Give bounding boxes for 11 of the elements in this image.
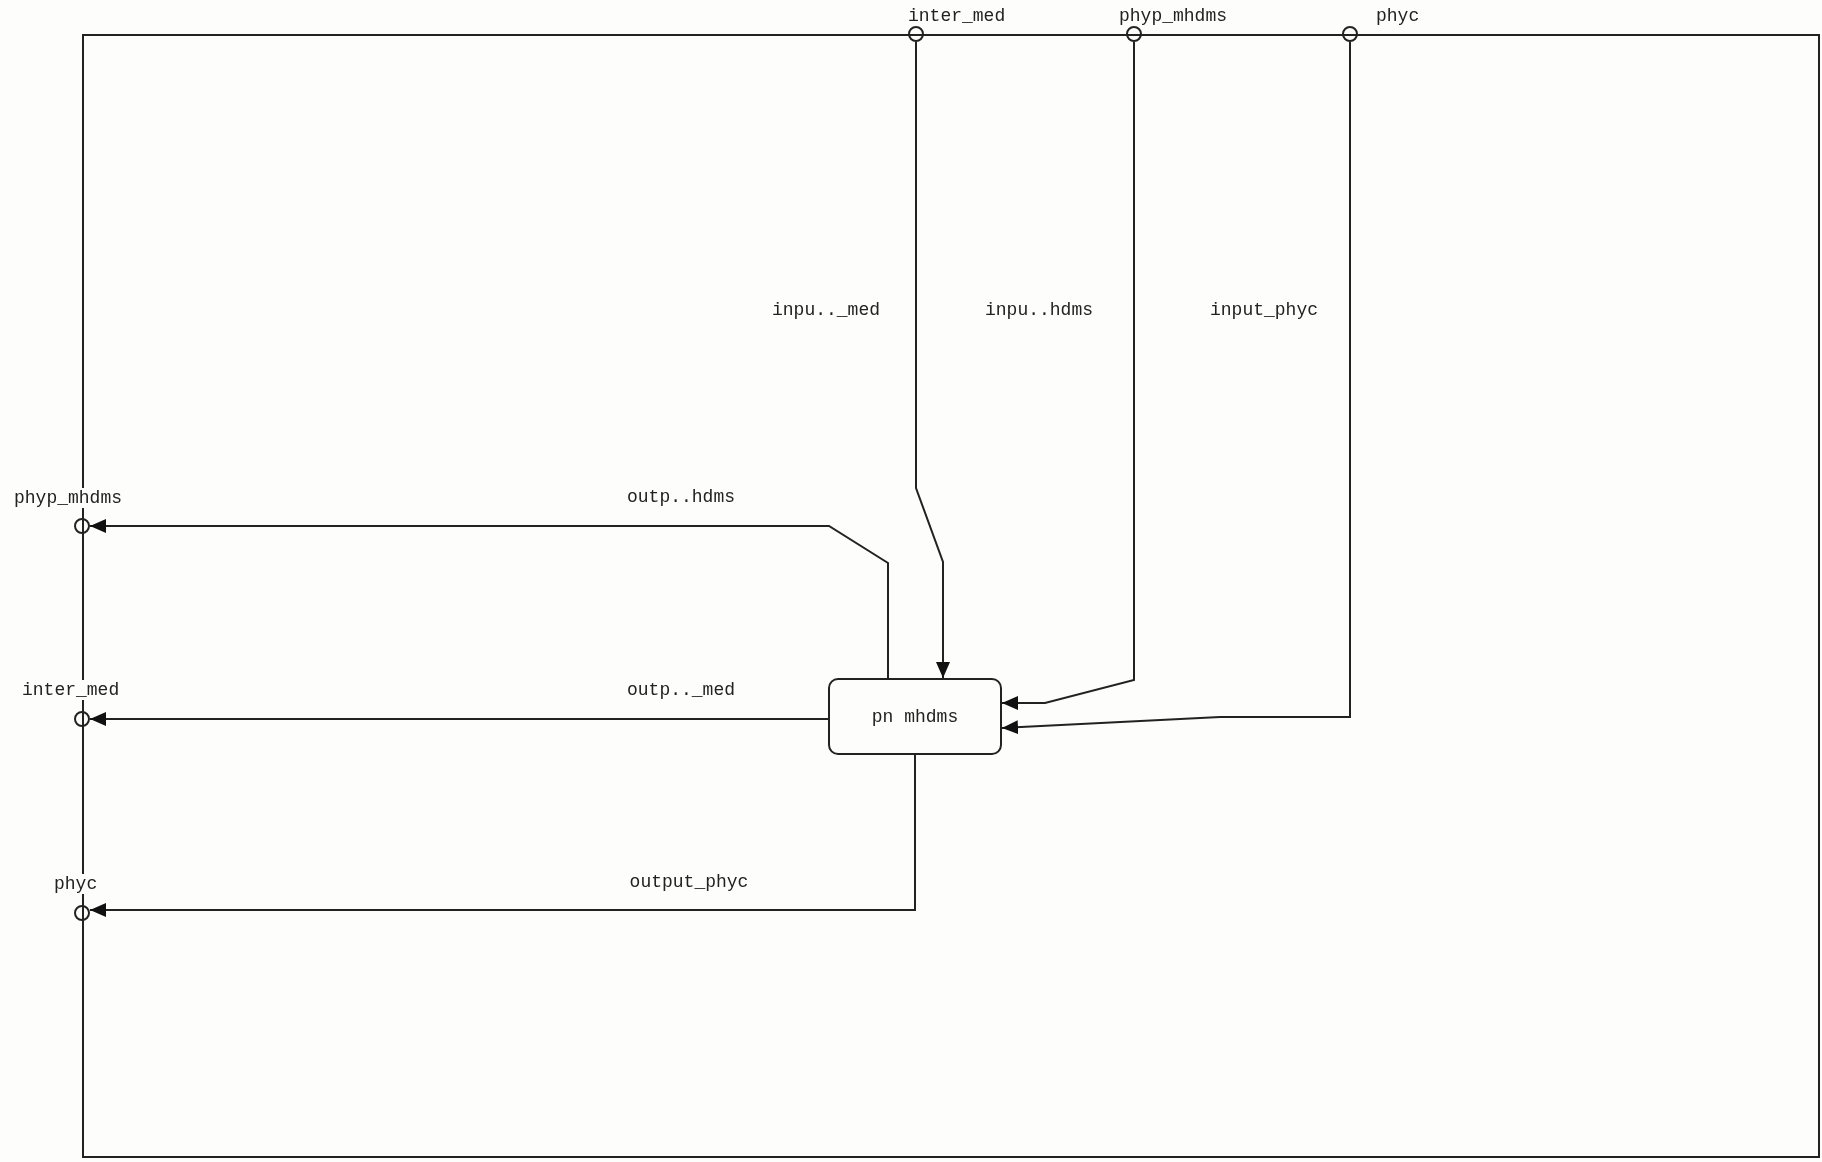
arrow: [89, 712, 829, 726]
arrow: [89, 754, 916, 917]
process-block: pn mhdms: [828, 678, 1002, 755]
arrow: [1001, 41, 1351, 735]
port-circle: [74, 518, 90, 534]
port-circle: [74, 711, 90, 727]
arrow: [915, 41, 950, 679]
arrow: [89, 519, 889, 679]
port-circle: [74, 905, 90, 921]
arrow: [1001, 41, 1135, 710]
port-circle: [1342, 26, 1358, 42]
